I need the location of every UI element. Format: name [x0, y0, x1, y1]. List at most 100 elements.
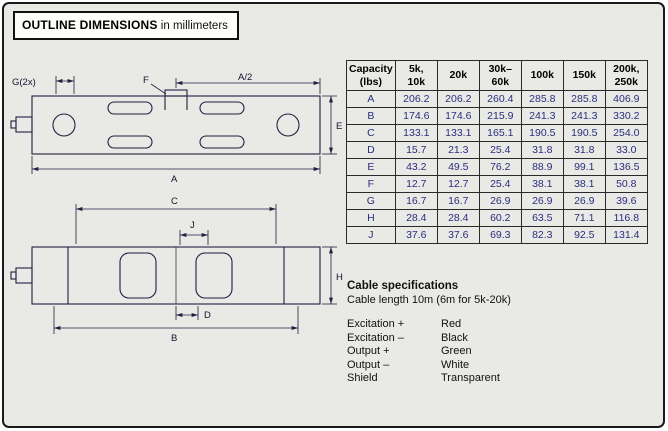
column-header: 5k, 10k [394, 60, 438, 91]
dim-value: 49.5 [436, 158, 480, 176]
dim-value: 190.5 [562, 124, 606, 142]
dim-label-a: A [171, 174, 178, 185]
row-label: E [346, 158, 396, 176]
row-label: B [346, 107, 396, 125]
drawing-labels: G(2x) F A/2 E A C J H D B [12, 72, 343, 344]
dim-value: 241.3 [562, 107, 606, 125]
wire-name: Excitation + [347, 318, 405, 330]
wire-name: Output + [347, 345, 390, 357]
wire-name: Excitation – [347, 331, 404, 344]
mounting-hole-right [276, 113, 300, 137]
dim-value: 285.8 [520, 90, 564, 108]
column-header: 100k [520, 60, 564, 91]
dim-label-a-half: A/2 [238, 72, 252, 83]
wire-color: Transparent [441, 372, 500, 384]
dim-value: 92.5 [562, 226, 606, 244]
bottom-view [10, 246, 321, 305]
row-label: H [346, 209, 396, 227]
dim-value: 285.8 [562, 90, 606, 108]
page-title: OUTLINE DIMENSIONS in millimeters [13, 11, 239, 40]
page-title-text: OUTLINE DIMENSIONS [22, 18, 158, 32]
dim-value: 26.9 [478, 192, 522, 210]
row-label: G [346, 192, 396, 210]
dim-value: 15.7 [394, 141, 438, 159]
dim-value: 241.3 [520, 107, 564, 125]
dim-value: 37.6 [394, 226, 438, 244]
dim-value: 21.3 [436, 141, 480, 159]
dim-value: 25.4 [478, 141, 522, 159]
dim-value: 43.2 [394, 158, 438, 176]
dim-value: 136.5 [604, 158, 648, 176]
dim-value: 26.9 [562, 192, 606, 210]
mounting-hole-left [52, 113, 76, 137]
dim-value: 69.3 [478, 226, 522, 244]
dim-value: 133.1 [436, 124, 480, 142]
row-label: A [346, 90, 396, 108]
dim-value: 12.7 [394, 175, 438, 193]
dim-label-g: G(2x) [12, 77, 36, 88]
column-header: 150k [562, 60, 606, 91]
cable-specs-title: Cable specifications [347, 280, 459, 292]
cable-specifications: Cable specifications Cable length 10m (6… [347, 280, 511, 386]
dim-value: 131.4 [604, 226, 648, 244]
dim-value: 16.7 [436, 192, 480, 210]
wire-row: Excitation + Red [347, 318, 511, 332]
dim-value: 25.4 [478, 175, 522, 193]
dim-value: 260.4 [478, 90, 522, 108]
dim-value: 71.1 [562, 209, 606, 227]
dim-value: 76.2 [478, 158, 522, 176]
column-header: 30k– 60k [478, 60, 522, 91]
dim-label-d: D [204, 310, 211, 321]
top-view [10, 89, 321, 155]
dim-value: 206.2 [394, 90, 438, 108]
wire-name: Output – [347, 358, 390, 371]
cable-length-note: Cable length 10m (6m for 5k-20k) [347, 294, 511, 306]
dim-value: 406.9 [604, 90, 648, 108]
dim-value: 99.1 [562, 158, 606, 176]
dim-label-c: C [171, 196, 178, 207]
dim-label-b: B [171, 333, 177, 344]
dim-value: 88.9 [520, 158, 564, 176]
wire-row: Output +Green [347, 345, 511, 359]
dim-label-h: H [336, 272, 343, 283]
wire-name: Shield [347, 372, 378, 384]
dim-value: 16.7 [394, 192, 438, 210]
dim-value: 28.4 [436, 209, 480, 227]
dim-value: 28.4 [394, 209, 438, 227]
row-label: D [346, 141, 396, 159]
dim-value: 116.8 [604, 209, 648, 227]
dim-value: 60.2 [478, 209, 522, 227]
wire-row: Excitation – Black [347, 332, 511, 346]
bottom-view-dimensions [53, 204, 337, 334]
outline-drawing: G(2x) F A/2 E A C J H D B [10, 72, 343, 344]
column-header: 20k [436, 60, 480, 91]
row-label: C [346, 124, 396, 142]
dim-label-f: F [143, 75, 149, 86]
dim-value: 165.1 [478, 124, 522, 142]
wire-color: Black [441, 331, 468, 344]
dim-value: 37.6 [436, 226, 480, 244]
page-title-units: in millimeters [157, 20, 228, 32]
column-header: 200k, 250k [604, 60, 648, 91]
dim-value: 82.3 [520, 226, 564, 244]
top-view-dimensions [31, 76, 337, 174]
wire-color: Red [441, 318, 462, 330]
row-label: J [346, 226, 396, 244]
dim-value: 206.2 [436, 90, 480, 108]
dim-value: 133.1 [394, 124, 438, 142]
dim-value: 174.6 [436, 107, 480, 125]
wire-row: Output –White [347, 359, 511, 373]
dim-value: 174.6 [394, 107, 438, 125]
